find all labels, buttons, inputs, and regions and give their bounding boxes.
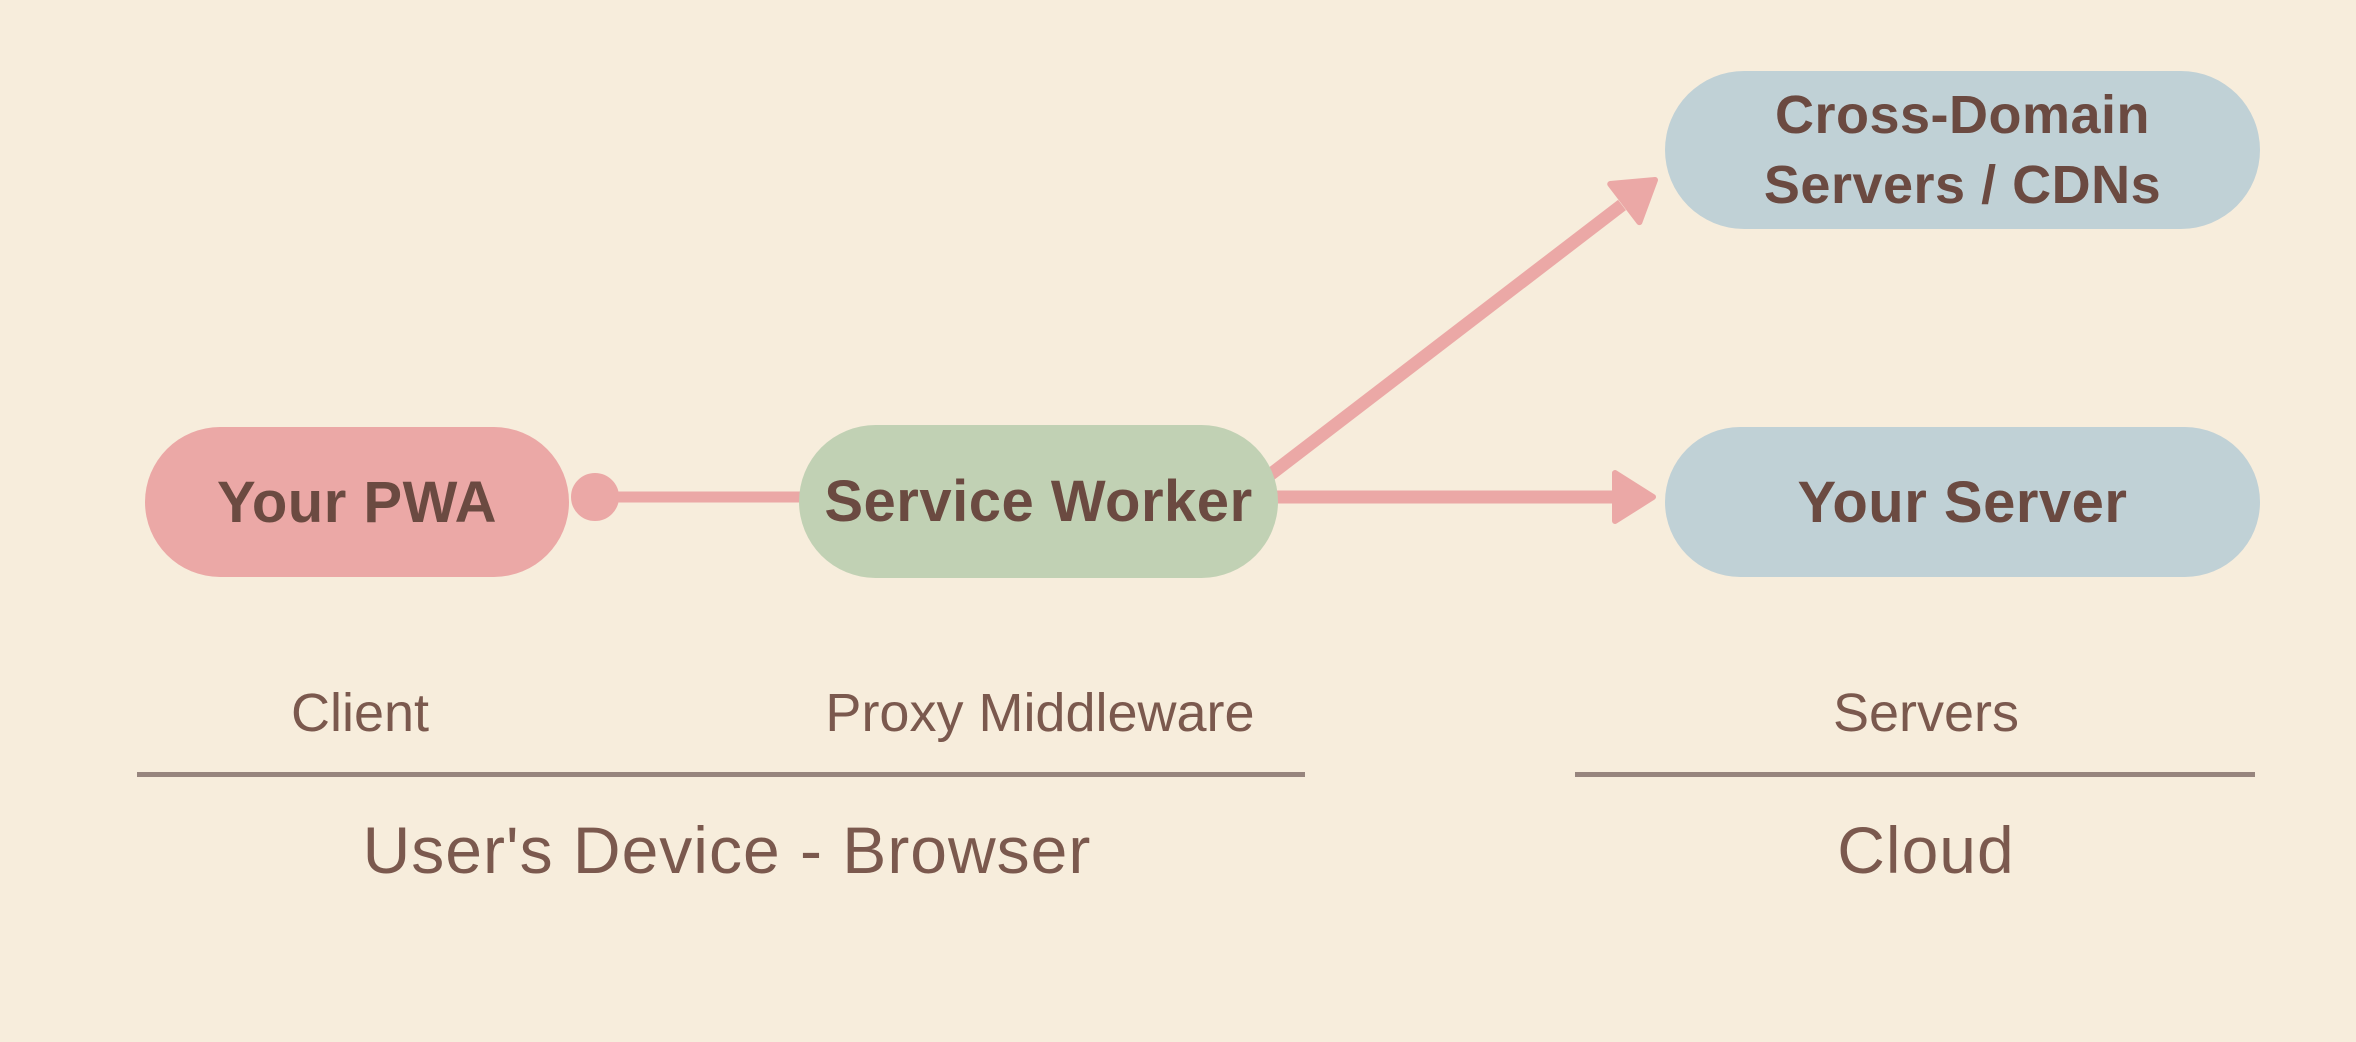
node-your-pwa: Your PWA xyxy=(145,427,569,577)
node-cross-domain-label-line1: Cross-Domain xyxy=(1774,85,2151,145)
node-cross-domain-servers: Cross-Domain Servers / CDNs xyxy=(1665,71,2260,229)
cloud-group-divider xyxy=(1575,772,2255,777)
zone-label-servers: Servers xyxy=(1832,683,2020,743)
device-group-divider xyxy=(137,772,1305,777)
zone-label-proxy-middleware: Proxy Middleware xyxy=(825,683,1255,743)
group-label-users-device-browser: User's Device - Browser xyxy=(362,813,1092,887)
node-your-server-label: Your Server xyxy=(1797,469,2128,535)
node-your-server: Your Server xyxy=(1665,427,2260,577)
serviceworker-to-server-arrowhead-icon xyxy=(1612,470,1656,524)
serviceworker-to-cdn-line xyxy=(1241,199,1626,500)
group-label-cloud: Cloud xyxy=(1837,813,2015,887)
serviceworker-to-cdn-arrowhead-icon xyxy=(1607,177,1658,226)
node-cross-domain-label-line2: Servers / CDNs xyxy=(1763,155,2162,215)
node-your-pwa-label: Your PWA xyxy=(216,469,498,535)
node-service-worker-label: Service Worker xyxy=(824,469,1253,534)
node-service-worker: Service Worker xyxy=(799,425,1278,578)
zone-label-client: Client xyxy=(290,683,430,743)
